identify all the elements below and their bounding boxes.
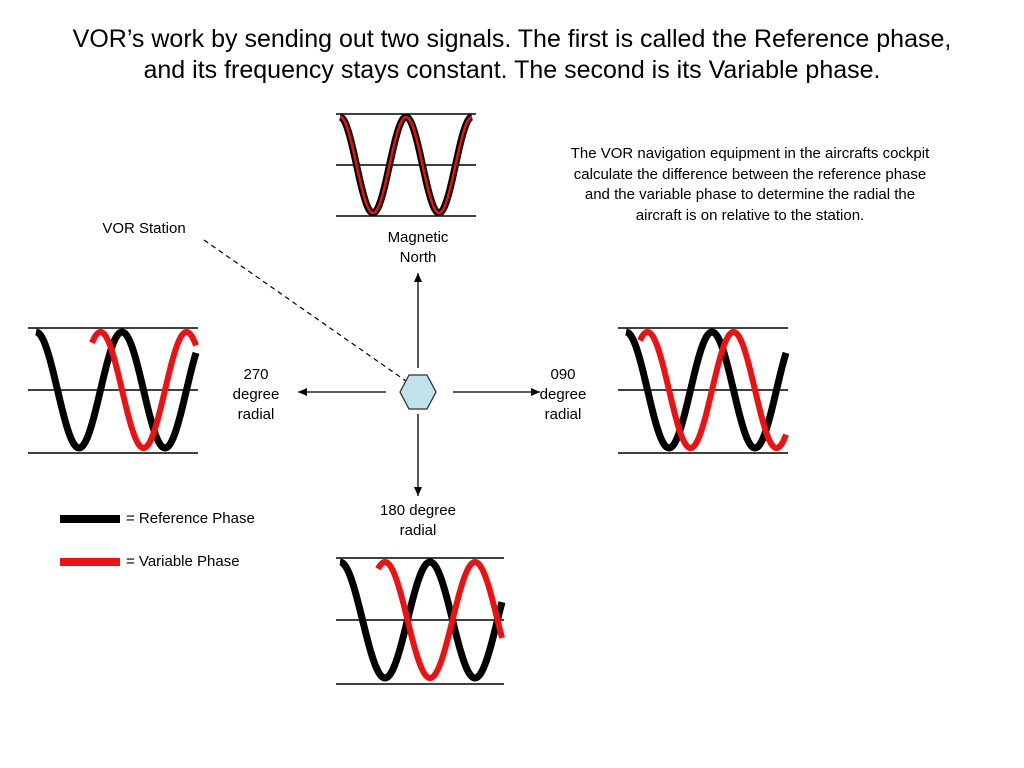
variable-phase-wave xyxy=(339,115,473,215)
variable-phase-wave xyxy=(89,329,199,451)
reference-swatch xyxy=(60,515,120,523)
reference-phase-wave xyxy=(623,328,790,452)
reference-phase-wave xyxy=(337,558,506,682)
variable-swatch xyxy=(60,558,120,566)
east-label-line-3: radial xyxy=(544,406,582,423)
reference-phase-wave xyxy=(33,328,200,452)
west-wave-panel xyxy=(28,327,200,454)
north-label-line-2: North xyxy=(399,249,437,266)
slide-title: VOR’s work by sending out two signals. T… xyxy=(0,24,1024,86)
vor-station-icon xyxy=(399,374,437,410)
note-line-2: calculate the difference between the ref… xyxy=(573,165,927,183)
east-label-line-1: 090 xyxy=(550,366,576,383)
title-line-2: and its frequency stays constant. The se… xyxy=(143,56,881,84)
west-label-line-3: radial xyxy=(237,406,275,423)
north-radial-label: Magnetic North xyxy=(368,228,468,268)
vor-station-label: VOR Station xyxy=(102,220,186,237)
south-wave-panel xyxy=(336,557,506,685)
east-wave-panel xyxy=(618,327,790,454)
north-label-line-1: Magnetic xyxy=(387,229,449,246)
note-line-3: and the variable phase to determine the … xyxy=(584,186,916,203)
variable-legend-label: = Variable Phase xyxy=(126,553,240,570)
west-label-line-2: degree xyxy=(232,386,280,403)
variable-phase-wave xyxy=(375,559,505,681)
variable-phase-wave xyxy=(637,329,789,451)
south-label-line-1: 180 degree xyxy=(380,502,456,519)
south-radial-label: 180 degree radial xyxy=(358,501,478,541)
south-label-line-2: radial xyxy=(399,522,437,539)
note-line-4: aircraft is on relative to the station. xyxy=(635,206,865,224)
reference-legend-label: = Reference Phase xyxy=(126,510,255,527)
east-label-line-2: degree xyxy=(539,386,587,403)
east-radial-label: 090 degree radial xyxy=(523,365,603,425)
north-wave-panel xyxy=(336,113,476,217)
west-label-line-1: 270 xyxy=(243,366,269,383)
title-line-1: VOR’s work by sending out two signals. T… xyxy=(72,25,952,53)
west-radial-label: 270 degree radial xyxy=(216,365,296,425)
station-pointer xyxy=(203,239,417,389)
explanation-note: The VOR navigation equipment in the airc… xyxy=(540,144,960,226)
note-line-1: The VOR navigation equipment in the airc… xyxy=(570,145,930,162)
